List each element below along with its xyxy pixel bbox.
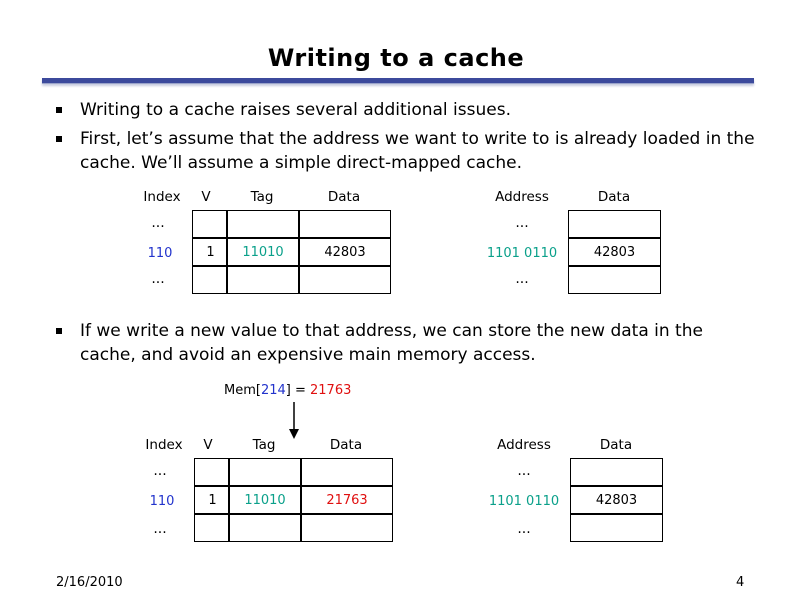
index-ellipsis-top: ... [153,463,167,479]
header-v: V [201,189,211,205]
header-tag: Tag [250,189,274,205]
index-value: 110 [147,246,173,261]
address-ellipsis-bottom: ... [515,271,529,287]
header-index: Index [145,437,183,453]
cache-table [192,210,391,294]
index-ellipsis-bottom: ... [153,521,167,537]
index-value: 110 [149,494,175,509]
footer-date: 2/16/2010 [56,575,123,590]
write-address: 214 [260,383,286,398]
header-mem-data: Data [599,437,633,453]
tag-value: 11010 [242,245,284,260]
memory-address: 1101 0110 [484,494,564,509]
address-value: 1101 0110 [486,246,558,261]
header-tag: Tag [252,437,276,453]
header-mem-data: Data [597,189,631,205]
valid-bit: 1 [206,245,215,260]
memory-data-value: 42803 [595,493,638,508]
bullet-3-text: If we write a new value to that address,… [80,321,703,365]
memory-address: 1101 0110 [482,246,562,261]
address-ellipsis-bottom: ... [517,521,531,537]
memory-table [568,210,661,294]
index-ellipsis-bottom: ... [151,271,165,287]
address-value: 1101 0110 [488,494,560,509]
valid-bit: 1 [208,493,217,508]
bullet-marker [56,136,62,142]
index-ellipsis-top: ... [151,215,165,231]
write-operation-label: Mem[214] = 21763 [224,383,352,398]
data-value: 42803 [324,245,366,260]
header-data: Data [327,189,361,205]
title-divider [42,78,754,84]
memory-data-value: 42803 [593,245,636,260]
memory-table [570,458,663,542]
page-title: Writing to a cache [267,44,525,72]
address-ellipsis-top: ... [515,215,529,231]
header-address: Address [497,437,551,453]
header-v: V [203,437,213,453]
bullet-marker [56,328,62,334]
header-index: Index [143,189,181,205]
header-data: Data [329,437,363,453]
cache-table [194,458,393,542]
bullet-marker [56,107,62,113]
bullet-2-text: First, let’s assume that the address we … [80,129,755,173]
down-arrow-icon [289,402,299,439]
bullet-1-text: Writing to a cache raises several additi… [80,100,511,120]
tag-value: 11010 [244,493,286,508]
page-number: 4 [736,575,745,590]
header-address: Address [495,189,549,205]
data-value: 21763 [326,493,368,508]
write-value: 21763 [310,383,352,398]
address-ellipsis-top: ... [517,463,531,479]
